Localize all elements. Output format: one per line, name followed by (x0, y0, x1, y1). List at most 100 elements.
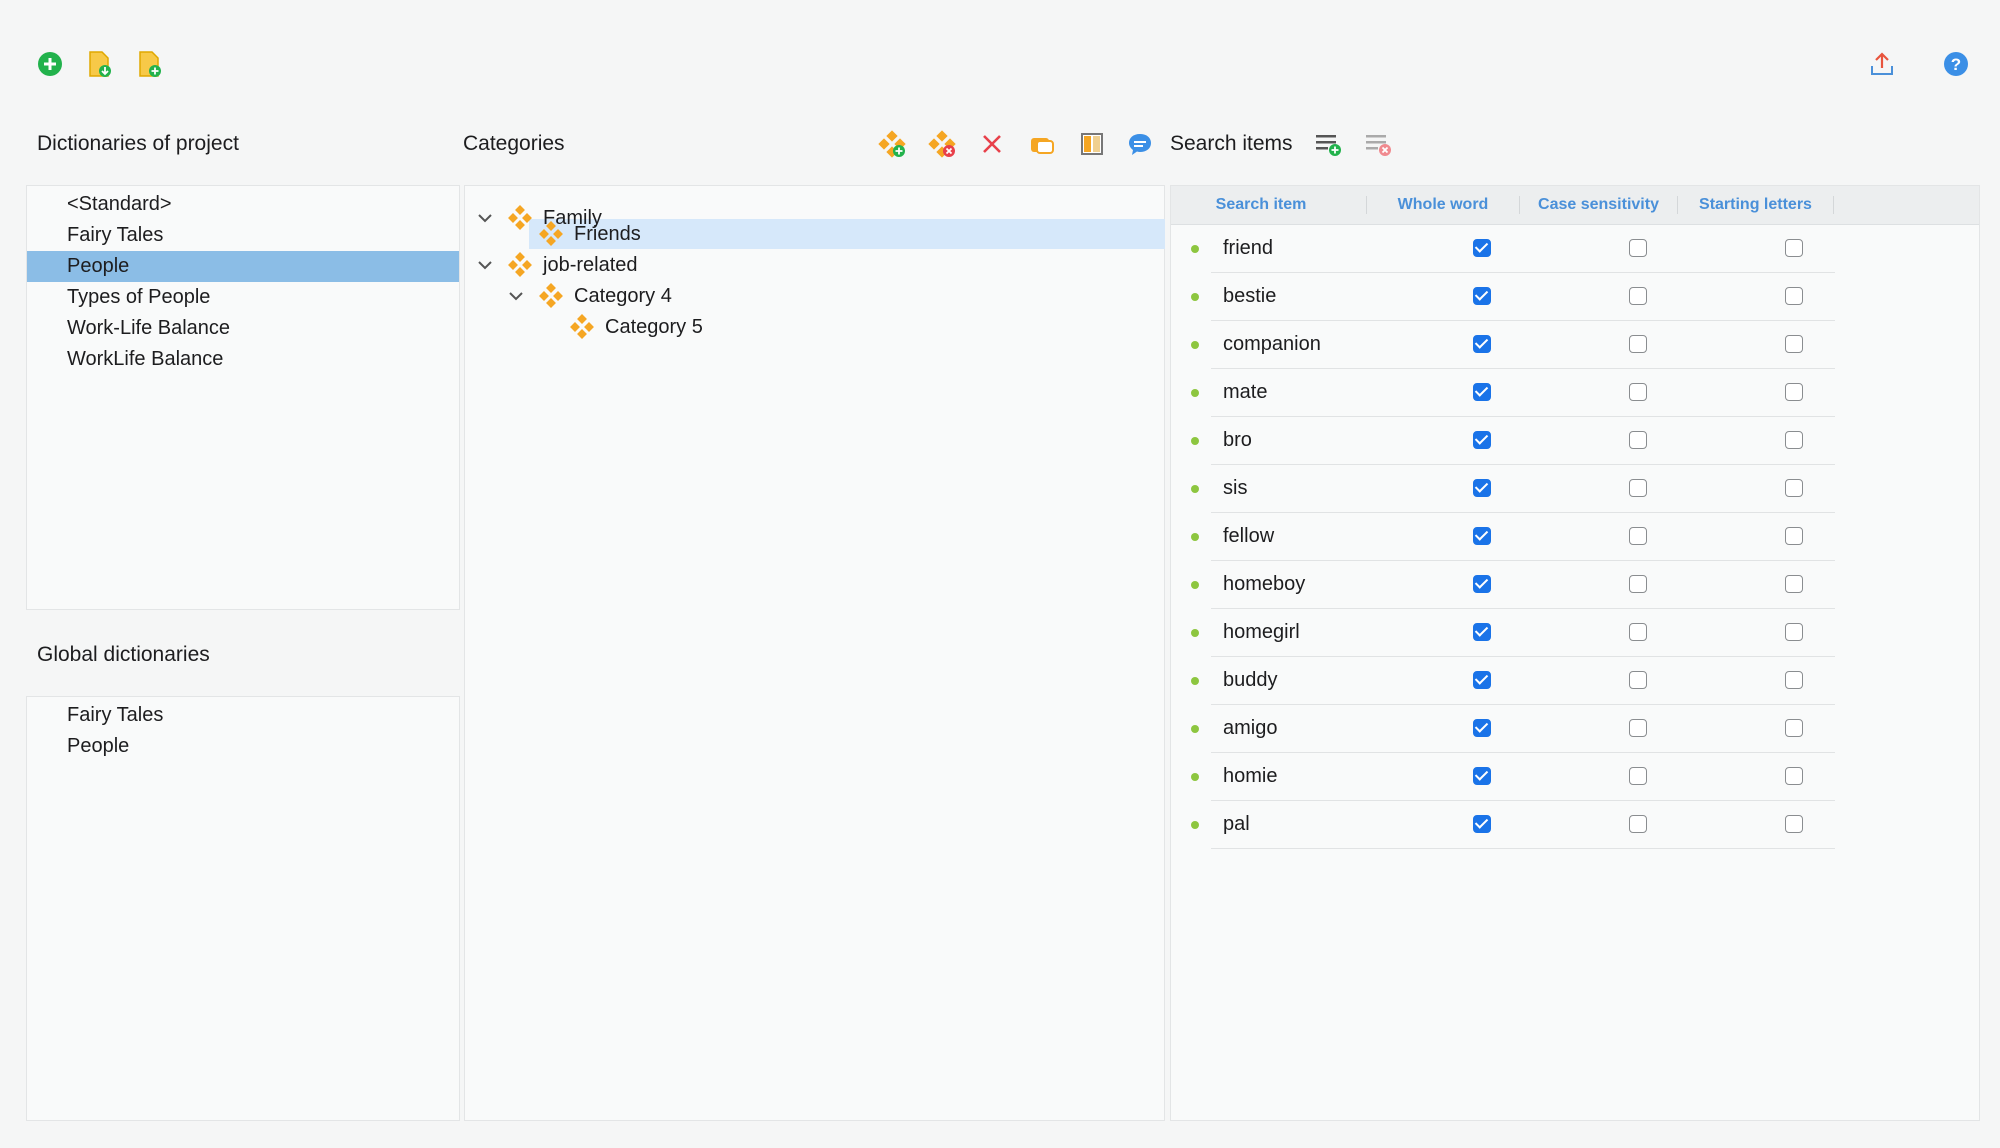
tree-node-friends[interactable]: Friends (538, 219, 641, 249)
whole-word-checkbox[interactable] (1473, 431, 1491, 449)
starting-letters-checkbox[interactable] (1785, 431, 1803, 449)
chevron-down-icon[interactable] (506, 286, 526, 306)
dictionary-item[interactable]: <Standard> (67, 193, 172, 215)
case-sensitivity-checkbox[interactable] (1629, 431, 1647, 449)
search-item-term[interactable]: bro (1223, 429, 1252, 451)
starting-letters-checkbox[interactable] (1785, 575, 1803, 593)
dictionary-item[interactable]: People (27, 251, 459, 282)
column-header-whole-word[interactable]: Whole word (1397, 196, 1489, 213)
search-item-term[interactable]: homegirl (1223, 621, 1300, 643)
case-sensitivity-checkbox[interactable] (1629, 239, 1647, 257)
table-row[interactable]: amigo (1191, 704, 1835, 753)
dictionary-item[interactable]: WorkLife Balance (67, 348, 224, 370)
add-category-icon[interactable] (876, 128, 908, 160)
whole-word-checkbox[interactable] (1473, 815, 1491, 833)
case-sensitivity-checkbox[interactable] (1629, 815, 1647, 833)
search-item-term[interactable]: bestie (1223, 285, 1277, 307)
starting-letters-checkbox[interactable] (1785, 671, 1803, 689)
chevron-down-icon[interactable] (475, 208, 495, 228)
document-add-icon[interactable] (134, 48, 166, 80)
starting-letters-checkbox[interactable] (1785, 815, 1803, 833)
case-sensitivity-checkbox[interactable] (1629, 527, 1647, 545)
delete-icon[interactable] (976, 128, 1008, 160)
search-item-term[interactable]: amigo (1223, 717, 1278, 739)
whole-word-checkbox[interactable] (1473, 767, 1491, 785)
table-row[interactable]: homegirl (1191, 608, 1835, 657)
starting-letters-checkbox[interactable] (1785, 335, 1803, 353)
case-sensitivity-checkbox[interactable] (1629, 479, 1647, 497)
whole-word-checkbox[interactable] (1473, 527, 1491, 545)
case-sensitivity-checkbox[interactable] (1629, 671, 1647, 689)
tree-node-family[interactable]: Family (475, 203, 602, 233)
comment-icon[interactable] (1124, 128, 1156, 160)
whole-word-checkbox[interactable] (1473, 287, 1491, 305)
table-row[interactable]: companion (1191, 320, 1835, 369)
starting-letters-checkbox[interactable] (1785, 479, 1803, 497)
chevron-down-icon[interactable] (475, 255, 495, 275)
search-item-term[interactable]: fellow (1223, 525, 1275, 547)
table-row[interactable]: bro (1191, 416, 1835, 465)
add-search-item-icon[interactable] (1312, 128, 1344, 160)
whole-word-checkbox[interactable] (1473, 383, 1491, 401)
help-icon[interactable]: ? (1940, 48, 1972, 80)
remove-search-item-icon[interactable] (1362, 128, 1394, 160)
tree-node-category-4[interactable]: Category 4 (506, 281, 672, 311)
document-import-icon[interactable] (84, 48, 116, 80)
starting-letters-checkbox[interactable] (1785, 239, 1803, 257)
table-row[interactable]: fellow (1191, 512, 1835, 561)
starting-letters-checkbox[interactable] (1785, 719, 1803, 737)
search-item-term[interactable]: friend (1223, 237, 1274, 259)
tree-node-label: Family (543, 207, 602, 229)
table-row[interactable]: homie (1191, 752, 1835, 801)
table-row[interactable]: mate (1191, 368, 1835, 417)
dictionary-item[interactable]: Types of People (67, 286, 211, 308)
case-sensitivity-checkbox[interactable] (1629, 383, 1647, 401)
tree-node-category-5[interactable]: Category 5 (569, 312, 703, 342)
starting-letters-checkbox[interactable] (1785, 287, 1803, 305)
column-header-search-item[interactable]: Search item (1215, 196, 1307, 213)
search-item-term[interactable]: pal (1223, 813, 1250, 835)
remove-category-icon[interactable] (926, 128, 958, 160)
dictionary-item[interactable]: People (67, 735, 130, 757)
columns-icon[interactable] (1076, 128, 1108, 160)
case-sensitivity-checkbox[interactable] (1629, 719, 1647, 737)
table-row[interactable]: pal (1191, 800, 1835, 849)
dictionary-item[interactable]: Fairy Tales (67, 224, 164, 246)
table-row[interactable]: bestie (1191, 272, 1835, 321)
search-item-term[interactable]: sis (1223, 477, 1248, 499)
whole-word-checkbox[interactable] (1473, 623, 1491, 641)
rename-icon[interactable] (1026, 128, 1058, 160)
search-item-term[interactable]: buddy (1223, 669, 1278, 691)
whole-word-checkbox[interactable] (1473, 719, 1491, 737)
add-circle-icon[interactable] (34, 48, 66, 80)
bullet-icon (1191, 581, 1199, 589)
starting-letters-checkbox[interactable] (1785, 767, 1803, 785)
case-sensitivity-checkbox[interactable] (1629, 287, 1647, 305)
case-sensitivity-checkbox[interactable] (1629, 623, 1647, 641)
table-row[interactable]: buddy (1191, 656, 1835, 705)
table-row[interactable]: homeboy (1191, 560, 1835, 609)
column-header-starting-letters[interactable]: Starting letters (1699, 196, 1812, 213)
dictionary-item[interactable]: Fairy Tales (67, 704, 164, 726)
whole-word-checkbox[interactable] (1473, 671, 1491, 689)
dictionary-item[interactable]: Work-Life Balance (67, 317, 231, 339)
table-row[interactable]: sis (1191, 464, 1835, 513)
search-item-term[interactable]: mate (1223, 381, 1268, 403)
whole-word-checkbox[interactable] (1473, 335, 1491, 353)
search-item-term[interactable]: homeboy (1223, 573, 1306, 595)
tree-node-job-related[interactable]: job-related (475, 250, 638, 280)
case-sensitivity-checkbox[interactable] (1629, 575, 1647, 593)
case-sensitivity-checkbox[interactable] (1629, 335, 1647, 353)
whole-word-checkbox[interactable] (1473, 239, 1491, 257)
column-header-case-sensitivity[interactable]: Case sensitivity (1538, 196, 1659, 213)
whole-word-checkbox[interactable] (1473, 575, 1491, 593)
case-sensitivity-checkbox[interactable] (1629, 767, 1647, 785)
search-item-term[interactable]: homie (1223, 765, 1278, 787)
table-row[interactable]: friend (1191, 224, 1835, 273)
starting-letters-checkbox[interactable] (1785, 623, 1803, 641)
starting-letters-checkbox[interactable] (1785, 527, 1803, 545)
starting-letters-checkbox[interactable] (1785, 383, 1803, 401)
search-item-term[interactable]: companion (1223, 333, 1321, 355)
whole-word-checkbox[interactable] (1473, 479, 1491, 497)
export-icon[interactable] (1866, 48, 1898, 80)
